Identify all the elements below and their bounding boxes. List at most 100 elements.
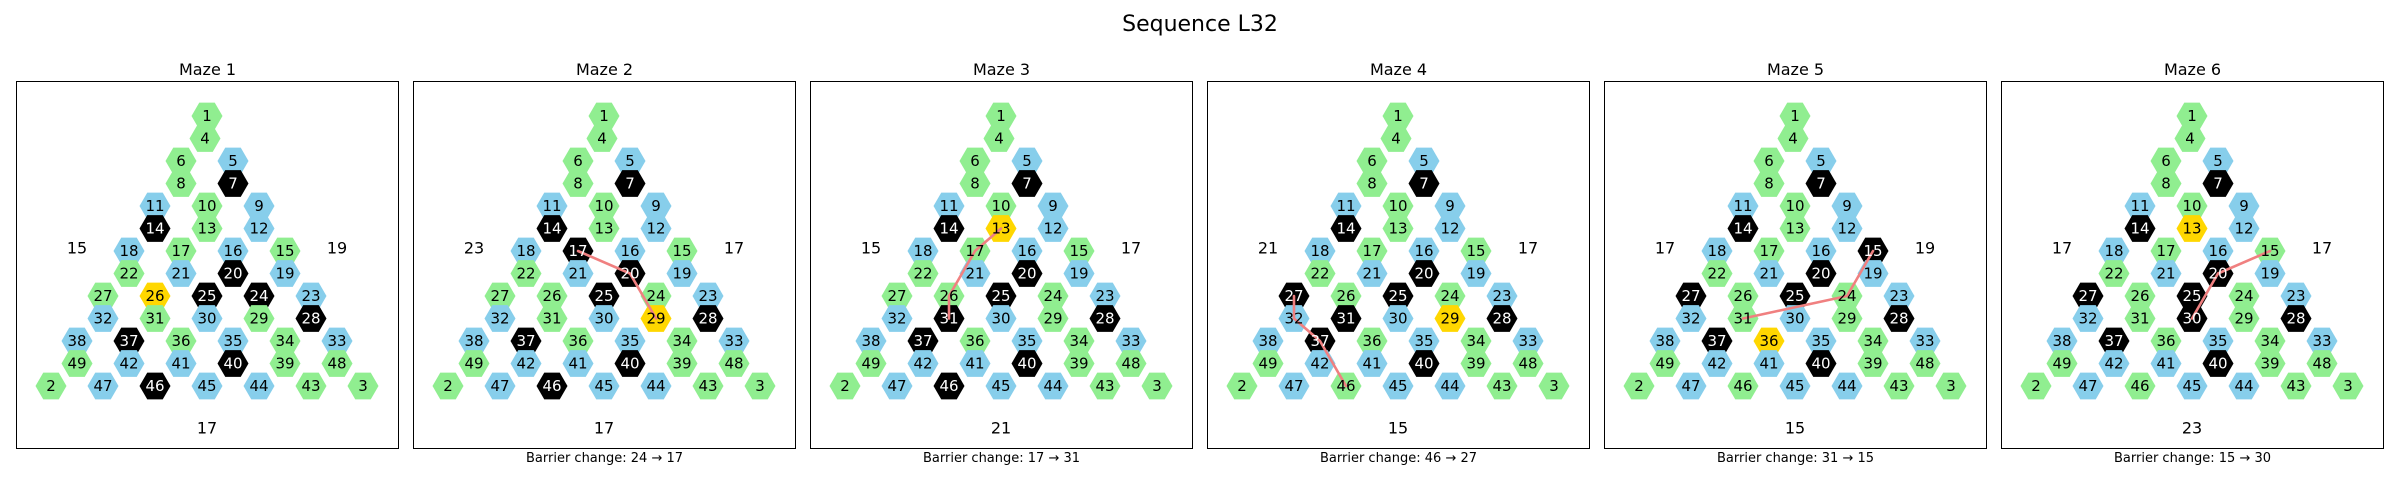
hex-cell-label: 11 — [2130, 197, 2149, 215]
hex-cell-37 — [1701, 327, 1733, 355]
hex-cell-4 — [2174, 125, 2206, 152]
hex-cell-label: 47 — [93, 377, 112, 395]
hex-cell-49 — [855, 350, 887, 377]
hex-cell-20 — [1011, 260, 1043, 287]
hex-cell-11 — [933, 192, 965, 220]
hex-cell-label: 19 — [2260, 265, 2279, 283]
hex-cell-4 — [189, 125, 221, 152]
hex-cell-label: 16 — [620, 242, 639, 260]
hex-cell-label: 47 — [887, 377, 906, 395]
hex-cell-17 — [1753, 237, 1785, 265]
hex-cell-8 — [165, 170, 197, 197]
hex-cell-45 — [588, 372, 620, 400]
hex-cell-label: 46 — [542, 377, 561, 395]
hex-cell-label: 28 — [2286, 310, 2305, 328]
hex-cell-label: 40 — [620, 355, 639, 373]
hex-cell-label: 15 — [275, 242, 294, 260]
hex-cell-label: 19 — [275, 265, 294, 283]
hex-cell-label: 31 — [1336, 310, 1355, 328]
hex-cell-label: 48 — [724, 355, 743, 373]
hex-cell-7 — [1408, 170, 1440, 197]
hex-cell-label: 15 — [1466, 242, 1485, 260]
hex-cell-label: 32 — [887, 310, 906, 328]
hex-cell-label: 6 — [1367, 152, 1377, 170]
hex-cell-label: 39 — [1863, 355, 1882, 373]
hex-cell-25 — [1382, 282, 1414, 310]
hex-cell-41 — [2150, 350, 2182, 377]
hex-cell-label: 46 — [1733, 377, 1752, 395]
hex-cell-label: 38 — [861, 332, 880, 350]
hex-cell-18 — [1701, 237, 1733, 265]
hex-cell-33 — [718, 327, 750, 355]
hex-cell-21 — [562, 260, 594, 287]
hex-cell-label: 16 — [223, 242, 242, 260]
hex-cell-label: 30 — [197, 310, 216, 328]
hex-cell-1 — [588, 102, 620, 130]
hex-cell-15 — [1063, 237, 1095, 265]
hex-cell-label: 36 — [2156, 332, 2175, 350]
figure-title: Sequence L32 — [1122, 12, 1278, 37]
hex-cell-label: 16 — [1811, 242, 1830, 260]
hex-cell-label: 2 — [1634, 377, 1644, 395]
hex-cell-19 — [269, 260, 301, 287]
hex-cell-label: 23 — [1492, 287, 1511, 305]
hex-cell-27 — [2072, 282, 2104, 310]
hex-cell-16 — [217, 237, 249, 265]
hex-cell-27 — [87, 282, 119, 310]
hex-cell-label: 31 — [939, 310, 958, 328]
hex-cell-35 — [1011, 327, 1043, 355]
hex-cell-label: 37 — [516, 332, 535, 350]
hex-cell-44 — [640, 372, 672, 400]
hex-cell-label: 32 — [1681, 310, 1700, 328]
hex-cell-5 — [1408, 147, 1440, 175]
hex-cell-label: 22 — [516, 265, 535, 283]
hex-cell-label: 4 — [1391, 130, 1401, 148]
hex-cell-label: 47 — [490, 377, 509, 395]
hex-cell-label: 10 — [1388, 197, 1407, 215]
hex-cell-label: 13 — [1388, 220, 1407, 238]
hex-cell-label: 13 — [1785, 220, 1804, 238]
hex-cell-label: 25 — [1388, 287, 1407, 305]
maze-title: Maze 3 — [972, 60, 1031, 79]
hex-cell-19 — [1063, 260, 1095, 287]
hex-cell-label: 18 — [1707, 242, 1726, 260]
hex-cell-48 — [1909, 350, 1941, 377]
hex-cell-49 — [61, 350, 93, 377]
hex-cell-42 — [113, 350, 145, 377]
hex-cell-label: 11 — [939, 197, 958, 215]
left-value-label: 17 — [1655, 239, 1675, 258]
hex-cell-label: 11 — [1336, 197, 1355, 215]
hex-cell-12 — [640, 215, 672, 242]
hex-cell-label: 12 — [1043, 220, 1062, 238]
hex-cell-label: 9 — [2239, 197, 2249, 215]
hex-cell-label: 30 — [2182, 310, 2201, 328]
bottom-value-label: 17 — [594, 419, 614, 438]
hex-cell-label: 49 — [464, 355, 483, 373]
hex-cell-29 — [1831, 305, 1863, 332]
hex-cell-34 — [269, 327, 301, 355]
hex-cell-34 — [2254, 327, 2286, 355]
hex-cell-41 — [165, 350, 197, 377]
hex-cell-28 — [692, 305, 724, 332]
hex-cell-label: 12 — [2234, 220, 2253, 238]
hex-cell-6 — [1753, 147, 1785, 175]
hex-cell-label: 46 — [1336, 377, 1355, 395]
hex-cell-label: 2 — [1237, 377, 1247, 395]
hex-cell-label: 33 — [2312, 332, 2331, 350]
hex-cell-41 — [1356, 350, 1388, 377]
hex-cell-label: 12 — [1440, 220, 1459, 238]
hex-cell-11 — [139, 192, 171, 220]
hex-cell-2 — [35, 372, 67, 400]
hex-cell-label: 21 — [2156, 265, 2175, 283]
hex-cell-36 — [2150, 327, 2182, 355]
hex-cell-label: 1 — [996, 107, 1006, 125]
hex-cell-20 — [217, 260, 249, 287]
hex-cell-label: 29 — [1440, 310, 1459, 328]
hex-cell-9 — [243, 192, 275, 220]
hex-cell-label: 49 — [2052, 355, 2071, 373]
hex-cell-11 — [1330, 192, 1362, 220]
hex-cell-label: 48 — [327, 355, 346, 373]
hex-cell-32 — [881, 305, 913, 332]
hex-cell-label: 25 — [2182, 287, 2201, 305]
hex-cell-label: 43 — [698, 377, 717, 395]
